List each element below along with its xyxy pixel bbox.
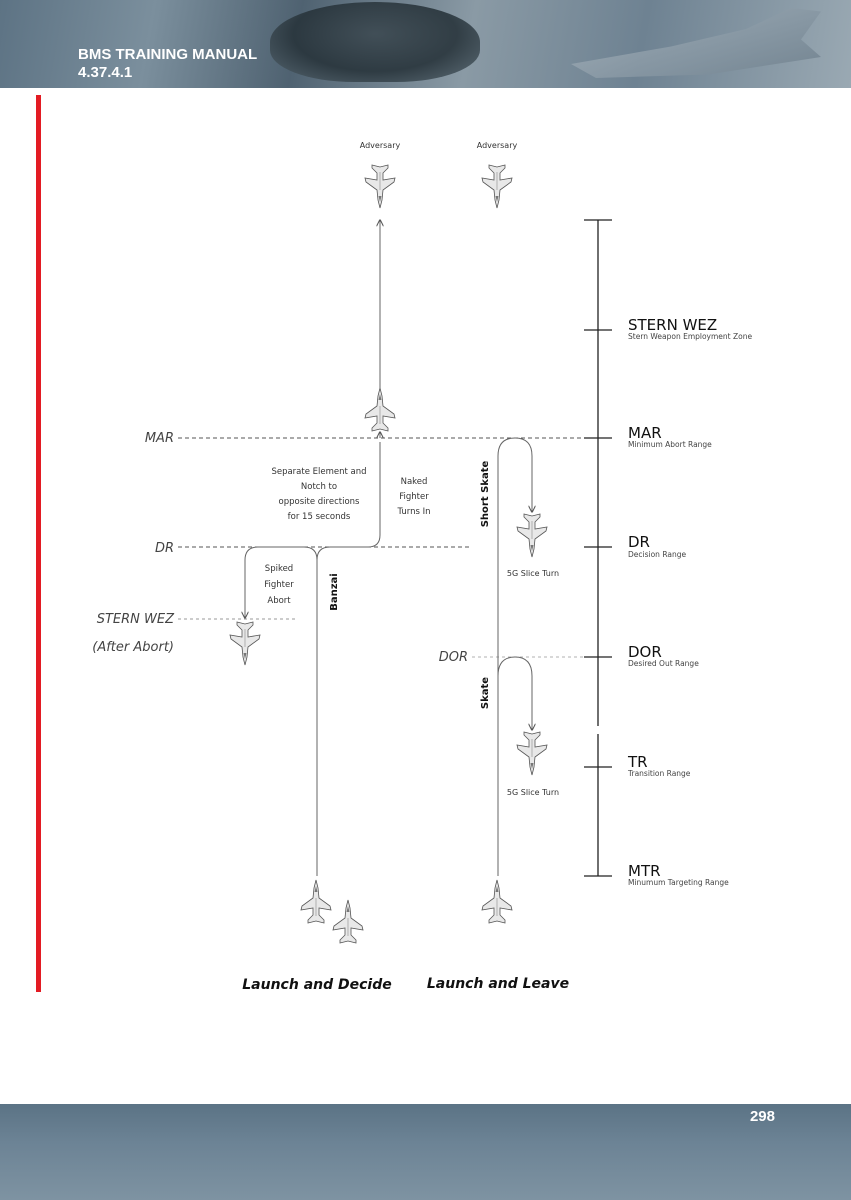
manual-version: 4.37.4.1	[78, 64, 133, 81]
adversary-jet-right	[481, 164, 513, 209]
scale-sublabel-stern-wez: Stern Weapon Employment Zone	[628, 332, 752, 341]
launch-leave-paths	[497, 437, 532, 876]
separate-note-line3: opposite directions	[279, 497, 360, 507]
separate-note-line1: Separate Element and	[271, 467, 366, 477]
adversary-label-right: Adversary	[477, 141, 518, 150]
dr-left-label: DR	[155, 541, 174, 556]
stern-wez-left-label: STERN WEZ	[97, 612, 175, 627]
launch-decide-jet-wing	[332, 899, 364, 944]
launch-decide-jet-lead	[300, 879, 332, 924]
slice-turn-label-1: 5G Slice Turn	[507, 569, 559, 578]
page-number: 298	[749, 1108, 775, 1125]
margin-accent-bar	[36, 95, 41, 992]
separate-note-line2: Notch to	[301, 482, 337, 492]
scale-label-stern-wez: STERN WEZ	[628, 316, 717, 334]
scale-sublabel-mtr: Minumum Targeting Range	[628, 878, 729, 887]
naked-note-line3: Turns In	[396, 507, 430, 517]
launch-decide-paths	[245, 220, 380, 876]
spiked-note-line2: Fighter	[264, 580, 294, 590]
cockpit-canopy-image	[270, 2, 480, 82]
adversary-jet-left	[364, 164, 396, 209]
scale-label-dr: DR	[628, 533, 650, 551]
aborting-fighter-jet	[229, 621, 261, 666]
skate-label: Skate	[480, 677, 491, 709]
scale-label-mtr: MTR	[628, 862, 661, 880]
scale-sublabel-tr: Transition Range	[627, 769, 691, 778]
page-header: BMS TRAINING MANUAL 4.37.4.1	[0, 0, 851, 88]
short-skate-label: Short Skate	[480, 461, 491, 528]
launch-tactics-diagram: Adversary Adversary STERN WEZ Stern Weap…	[92, 141, 752, 993]
naked-note-line1: Naked	[401, 477, 428, 487]
page-footer: 298	[0, 1104, 851, 1200]
scale-label-dor: DOR	[628, 643, 662, 661]
after-abort-label: (After Abort)	[92, 640, 174, 655]
mar-left-label: MAR	[145, 431, 174, 446]
scale-sublabel-dr: Decision Range	[628, 550, 686, 559]
separate-note-line4: for 15 seconds	[288, 512, 351, 522]
slice-turn-label-2: 5G Slice Turn	[507, 788, 559, 797]
launch-decide-title: Launch and Decide	[242, 977, 391, 993]
short-skate-jet	[516, 513, 548, 558]
naked-fighter-jet	[364, 387, 396, 432]
spiked-note-line1: Spiked	[265, 564, 293, 574]
dor-left-label: DOR	[439, 650, 468, 665]
scale-label-mar: MAR	[628, 424, 662, 442]
manual-title: BMS TRAINING MANUAL	[78, 46, 258, 63]
range-scale	[584, 219, 612, 877]
banzai-label: Banzai	[329, 573, 340, 611]
scale-sublabel-mar: Minimum Abort Range	[628, 440, 712, 449]
naked-note-line2: Fighter	[399, 492, 429, 502]
launch-leave-title: Launch and Leave	[427, 976, 569, 992]
scale-label-tr: TR	[627, 753, 648, 771]
adversary-label-left: Adversary	[360, 141, 401, 150]
skate-jet	[516, 731, 548, 776]
launch-leave-jet	[481, 879, 513, 924]
spiked-note-line3: Abort	[267, 596, 291, 606]
scale-sublabel-dor: Desired Out Range	[628, 659, 699, 668]
